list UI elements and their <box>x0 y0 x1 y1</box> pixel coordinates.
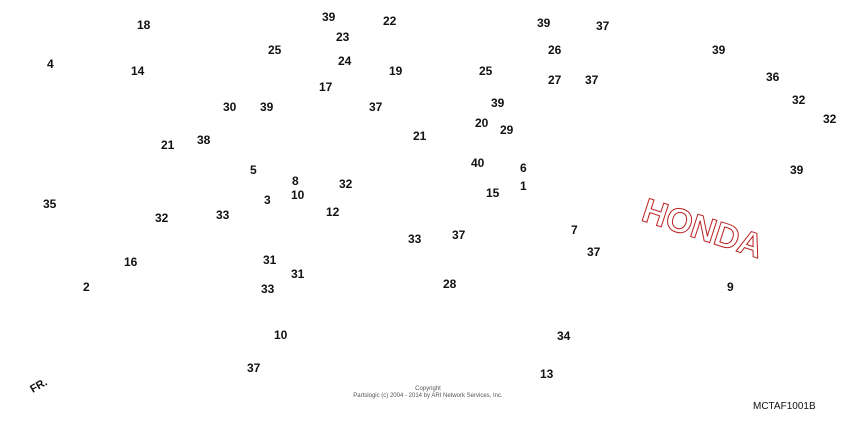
callout-4[interactable]: 4 <box>47 57 54 71</box>
callout-37c[interactable]: 37 <box>369 100 383 114</box>
callout-33c[interactable]: 33 <box>261 282 275 296</box>
callout-37b[interactable]: 37 <box>585 73 599 87</box>
callout-21a[interactable]: 21 <box>161 138 175 152</box>
callout-31b[interactable]: 31 <box>291 267 305 281</box>
callout-40[interactable]: 40 <box>471 156 485 170</box>
callout-35[interactable]: 35 <box>43 197 57 211</box>
callout-19[interactable]: 19 <box>389 64 403 78</box>
honda-watermark: HONDA <box>638 191 768 266</box>
callout-21b[interactable]: 21 <box>413 129 427 143</box>
callout-24[interactable]: 24 <box>338 54 352 68</box>
callout-27[interactable]: 27 <box>548 73 562 87</box>
callout-28[interactable]: 28 <box>443 277 457 291</box>
callout-15[interactable]: 15 <box>486 186 500 200</box>
callout-13[interactable]: 13 <box>540 367 554 381</box>
callout-39b[interactable]: 39 <box>537 16 551 30</box>
callout-37d[interactable]: 37 <box>452 228 466 242</box>
callout-14[interactable]: 14 <box>131 64 145 78</box>
callout-39e[interactable]: 39 <box>491 96 505 110</box>
callout-18[interactable]: 18 <box>137 18 151 32</box>
copyright-line-1: Copyright <box>415 386 441 392</box>
callout-25b[interactable]: 25 <box>479 64 493 78</box>
callout-33b[interactable]: 33 <box>408 232 422 246</box>
callout-37f[interactable]: 37 <box>247 361 261 375</box>
callout-1[interactable]: 1 <box>520 179 527 193</box>
callout-39c[interactable]: 39 <box>712 43 726 57</box>
callout-26[interactable]: 26 <box>548 43 562 57</box>
callout-29[interactable]: 29 <box>500 123 514 137</box>
callout-31a[interactable]: 31 <box>263 253 277 267</box>
callout-16[interactable]: 16 <box>124 255 138 269</box>
callout-2[interactable]: 2 <box>83 280 90 294</box>
callout-10a[interactable]: 10 <box>291 188 305 202</box>
callout-32b[interactable]: 32 <box>339 177 353 191</box>
callout-37e[interactable]: 37 <box>587 245 601 259</box>
callout-22[interactable]: 22 <box>383 14 397 28</box>
callout-39d[interactable]: 39 <box>260 100 274 114</box>
callout-38[interactable]: 38 <box>197 133 211 147</box>
copyright-line-2: Partslogic (c) 2004 - 2014 by ARI Networ… <box>353 393 503 399</box>
callout-36[interactable]: 36 <box>766 70 780 84</box>
callout-34[interactable]: 34 <box>557 329 571 343</box>
callout-32c[interactable]: 32 <box>792 93 806 107</box>
callout-8[interactable]: 8 <box>292 174 299 188</box>
callout-5[interactable]: 5 <box>250 163 257 177</box>
callout-9[interactable]: 9 <box>727 280 734 294</box>
callout-10b[interactable]: 10 <box>274 328 288 342</box>
callout-30[interactable]: 30 <box>223 100 237 114</box>
callout-32d[interactable]: 32 <box>823 112 837 126</box>
callout-39f[interactable]: 39 <box>790 163 804 177</box>
callout-6[interactable]: 6 <box>520 161 527 175</box>
callout-12[interactable]: 12 <box>326 205 340 219</box>
callout-33a[interactable]: 33 <box>216 208 230 222</box>
callout-39a[interactable]: 39 <box>322 10 336 24</box>
diagram-code: MCTAF1001B <box>753 401 816 412</box>
callout-3[interactable]: 3 <box>264 193 271 207</box>
callout-32a[interactable]: 32 <box>155 211 169 225</box>
callout-7[interactable]: 7 <box>571 223 578 237</box>
copyright-notice: Copyright Partslogic (c) 2004 - 2014 by … <box>318 386 538 400</box>
callout-20[interactable]: 20 <box>475 116 489 130</box>
callout-17[interactable]: 17 <box>319 80 333 94</box>
callout-23[interactable]: 23 <box>336 30 350 44</box>
callout-25a[interactable]: 25 <box>268 43 282 57</box>
callout-37a[interactable]: 37 <box>596 19 610 33</box>
